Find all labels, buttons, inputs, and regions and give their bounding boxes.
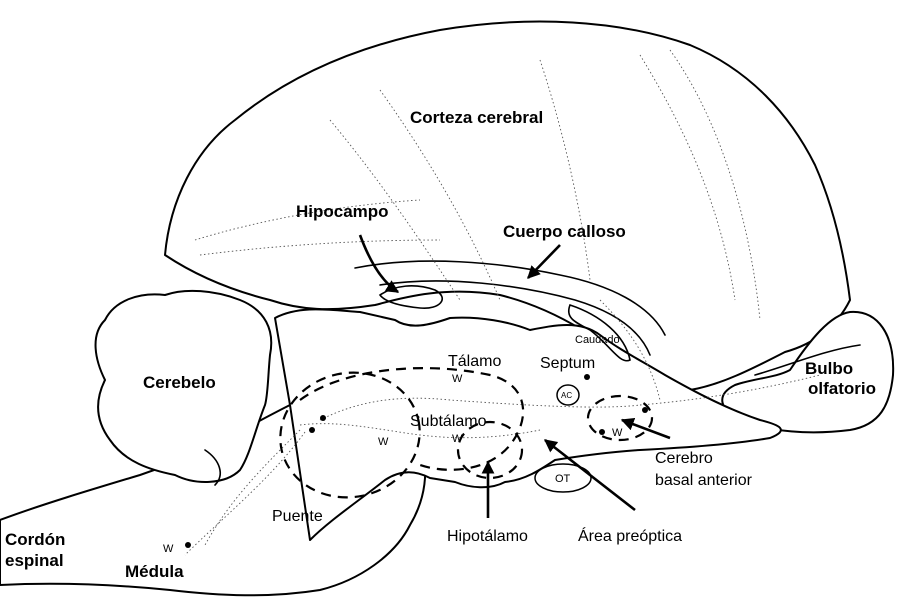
- hipotalamo-label: Hipotálamo: [447, 528, 528, 545]
- corteza-label: Corteza cerebral: [410, 108, 543, 127]
- area-preoptica-label: Área preóptica: [578, 526, 682, 545]
- bulbo-label-2: olfatorio: [808, 379, 876, 398]
- ot-label: OT: [555, 473, 571, 485]
- subtalamo-label: Subtálamo: [410, 413, 487, 430]
- hipocampo-label: Hipocampo: [296, 202, 389, 221]
- w-marker: W: [163, 543, 174, 555]
- ac-label: AC: [561, 391, 572, 400]
- w-marker: W: [378, 436, 389, 448]
- talamo-label: Tálamo: [448, 353, 501, 370]
- puente-label: Puente: [272, 508, 323, 525]
- caudado-label: Caudado: [575, 334, 620, 346]
- cordon-label-2: espinal: [5, 551, 64, 570]
- septum-label: Septum: [540, 355, 595, 372]
- cuerpo-calloso-label: Cuerpo calloso: [503, 222, 626, 241]
- cordon-label-1: Cordón: [5, 530, 65, 549]
- w-marker: W: [452, 373, 463, 385]
- cerebro-label-1: Cerebro: [655, 450, 713, 467]
- cerebro-label-2: basal anterior: [655, 472, 753, 489]
- bulbo-label-1: Bulbo: [805, 359, 853, 378]
- w-marker: W: [612, 427, 623, 439]
- cerebelo-label: Cerebelo: [143, 373, 216, 392]
- w-marker: W: [452, 433, 463, 445]
- medula-label: Médula: [125, 562, 184, 581]
